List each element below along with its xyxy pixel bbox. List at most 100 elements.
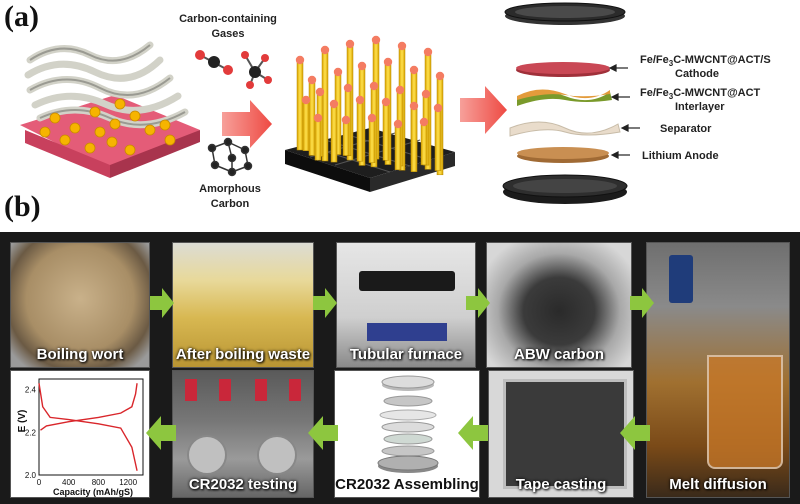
chart-xtick: 400 [62, 478, 76, 487]
panel-b: Boiling wort After boiling waste Tubular… [0, 232, 800, 504]
nanotube [382, 101, 390, 161]
tile-cr2032-testing: CR2032 testing [172, 370, 314, 498]
catalyst-tip [381, 97, 391, 107]
gases-label-line1: Carbon-containing [179, 13, 277, 25]
tile-caption: ABW carbon [514, 346, 604, 363]
flow-arrow-left-3 [308, 416, 338, 450]
flow-arrow-right-1 [150, 288, 174, 318]
chart-series-line [40, 383, 138, 431]
interlayer-label-line2: Interlayer [675, 101, 725, 113]
panel-a-diagram: Carbon-containing Gases [20, 2, 771, 210]
separator-layer [509, 121, 621, 137]
separator-label: Separator [660, 123, 712, 135]
catalyst-tip [343, 83, 353, 93]
carbon-cloth-illustration [20, 41, 200, 178]
flow-arrow-right-3 [466, 288, 490, 318]
catalyst-tip [345, 39, 355, 49]
cnt-forest-illustration [285, 35, 455, 192]
layer-pointers [608, 64, 640, 159]
catalyst-tip [357, 61, 367, 71]
chart-ticks: 2.4 2.2 2.00 400 800 1200 [25, 386, 138, 487]
chart-ylabel: E (V) [17, 410, 28, 433]
catalyst-tip [409, 101, 419, 111]
nanotube [302, 99, 310, 151]
catalyst-tip [395, 85, 405, 95]
nanotube [420, 121, 428, 166]
panel-a-label: (a) [4, 0, 39, 33]
catalyst-tip [333, 67, 343, 77]
chart-frame [38, 378, 144, 476]
chart-xtick: 1200 [119, 478, 137, 487]
gas-molecules-icon [195, 50, 272, 89]
tile-tape-casting: Tape casting [488, 370, 634, 498]
nanotube [434, 107, 442, 171]
tile-abw-carbon: ABW carbon [486, 242, 632, 368]
chart-ytick: 2.0 [25, 471, 37, 480]
catalyst-tip [409, 65, 419, 75]
tile-caption: CR2032 Assembling [335, 476, 479, 493]
catalyst-tip [320, 45, 330, 55]
coin-cell-stack-icon [377, 375, 439, 473]
catalyst-tip [397, 41, 407, 51]
cathode-label: Fe/Fe3C-MWCNT@ACT/S [640, 54, 771, 68]
catalyst-tip [435, 71, 445, 81]
flow-arrow-left-4 [146, 416, 176, 450]
tile-after-boiling-waste: After boiling waste [172, 242, 314, 368]
process-arrow-1 [222, 100, 272, 148]
amorphous-carbon-icon [207, 137, 253, 177]
nanotube [410, 105, 418, 172]
tile-tubular-furnace: Tubular furnace [336, 242, 476, 368]
coin-cell-exploded-illustration [502, 2, 628, 204]
interlayer-label: Fe/Fe3C-MWCNT@ACT [640, 87, 761, 101]
tile-caption: Tubular furnace [349, 346, 463, 363]
chart-axes [38, 378, 144, 476]
mini-voltage-chart: 2.4 2.2 2.00 400 800 1200 E (V) Capacity (mAh… [17, 378, 144, 497]
tile-caption: Melt diffusion [669, 476, 767, 493]
cathode-label-line2: Cathode [675, 68, 719, 80]
catalyst-tip [371, 35, 381, 45]
tile-melt-diffusion: Melt diffusion [646, 242, 790, 498]
flow-arrow-right-2 [313, 288, 337, 318]
catalyst-tip [383, 57, 393, 67]
nanotube [368, 117, 376, 163]
flow-arrow-right-4 [630, 288, 654, 318]
amorphous-label-line2: Carbon [211, 198, 250, 210]
chart-series-line [38, 383, 138, 471]
amorphous-label-line1: Amorphous [199, 183, 261, 195]
catalyst-tip [433, 103, 443, 113]
flow-arrow-left-2 [458, 416, 488, 450]
catalyst-tip [419, 117, 429, 127]
catalyst-tip [367, 113, 377, 123]
catalyst-tip [355, 95, 365, 105]
nanotube [356, 99, 364, 162]
catalyst-tip [423, 47, 433, 57]
nanotube [330, 103, 338, 163]
flow-arrow-left-1 [620, 416, 650, 450]
chart-xlabel: Capacity (mAh/gS) [53, 487, 133, 497]
catalyst-tip [421, 89, 431, 99]
chart-ytick: 2.2 [25, 428, 37, 437]
tile-boiling-wort: Boiling wort [10, 242, 150, 368]
nanotube [394, 123, 402, 171]
tile-cr2032-assembling: CR2032 Assembling [334, 370, 480, 498]
catalyst-tip [329, 99, 339, 109]
chart-ytick: 2.4 [25, 386, 37, 395]
panel-b-label: (b) [4, 190, 41, 223]
process-arrow-2 [460, 86, 507, 134]
gases-label-line2: Gases [211, 28, 244, 40]
catalyst-tip [313, 113, 323, 123]
catalyst-tip [393, 119, 403, 129]
catalyst-tip [341, 115, 351, 125]
chart-xtick: 0 [37, 478, 42, 487]
lithium-anode-label: Lithium Anode [642, 150, 719, 162]
tile-caption: Tape casting [515, 476, 607, 493]
catalyst-tip [369, 81, 379, 91]
panel-a: (a) [0, 0, 800, 215]
catalyst-tip [301, 95, 311, 105]
chart-lines [38, 383, 138, 471]
nanotube [314, 117, 322, 161]
interlayer-layer [517, 91, 612, 106]
chart-xtick: 800 [92, 478, 106, 487]
nanotube [296, 59, 304, 151]
tile-caption: Boiling wort [36, 346, 124, 363]
